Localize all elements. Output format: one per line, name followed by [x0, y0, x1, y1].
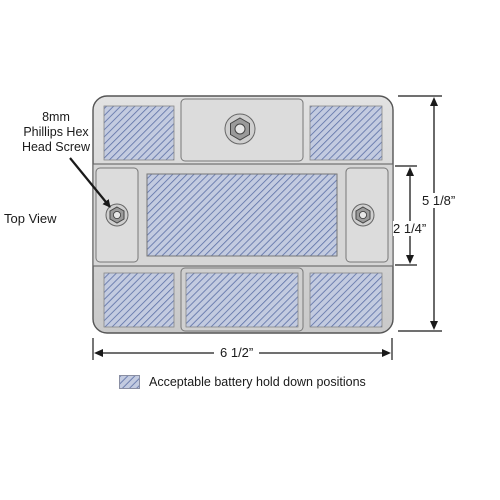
- top-hex-screw-icon: [224, 113, 256, 145]
- left-hex-screw-icon: [105, 203, 129, 227]
- screw-callout-label: 8mm Phillips Hex Head Screw: [2, 110, 110, 155]
- right-hex-screw-icon: [351, 203, 375, 227]
- screw-label-line-2: Phillips Hex: [23, 125, 89, 139]
- hold-down-top-right: [309, 105, 383, 161]
- screw-leader-line: [69, 157, 111, 208]
- inner-height-dimension-label: 2 1/4”: [393, 221, 427, 236]
- width-dimension-label: 6 1/2”: [214, 345, 260, 360]
- overall-height-dimension: [398, 95, 442, 332]
- hold-down-bottom-right: [309, 272, 383, 328]
- screw-label-line-3: Head Screw: [21, 140, 91, 154]
- legend: Acceptable battery hold down positions: [119, 375, 366, 389]
- hold-down-bottom-middle: [185, 272, 299, 328]
- legend-text: Acceptable battery hold down positions: [149, 375, 366, 389]
- view-label: Top View: [4, 211, 57, 226]
- overall-height-dimension-label: 5 1/8”: [422, 193, 456, 208]
- hold-down-top-left: [103, 105, 175, 161]
- legend-swatch-icon: [119, 375, 140, 389]
- screw-label-line-1: 8mm: [42, 110, 70, 124]
- inner-height-dimension: [395, 165, 417, 266]
- hold-down-bottom-left: [103, 272, 175, 328]
- hold-down-center: [146, 173, 338, 257]
